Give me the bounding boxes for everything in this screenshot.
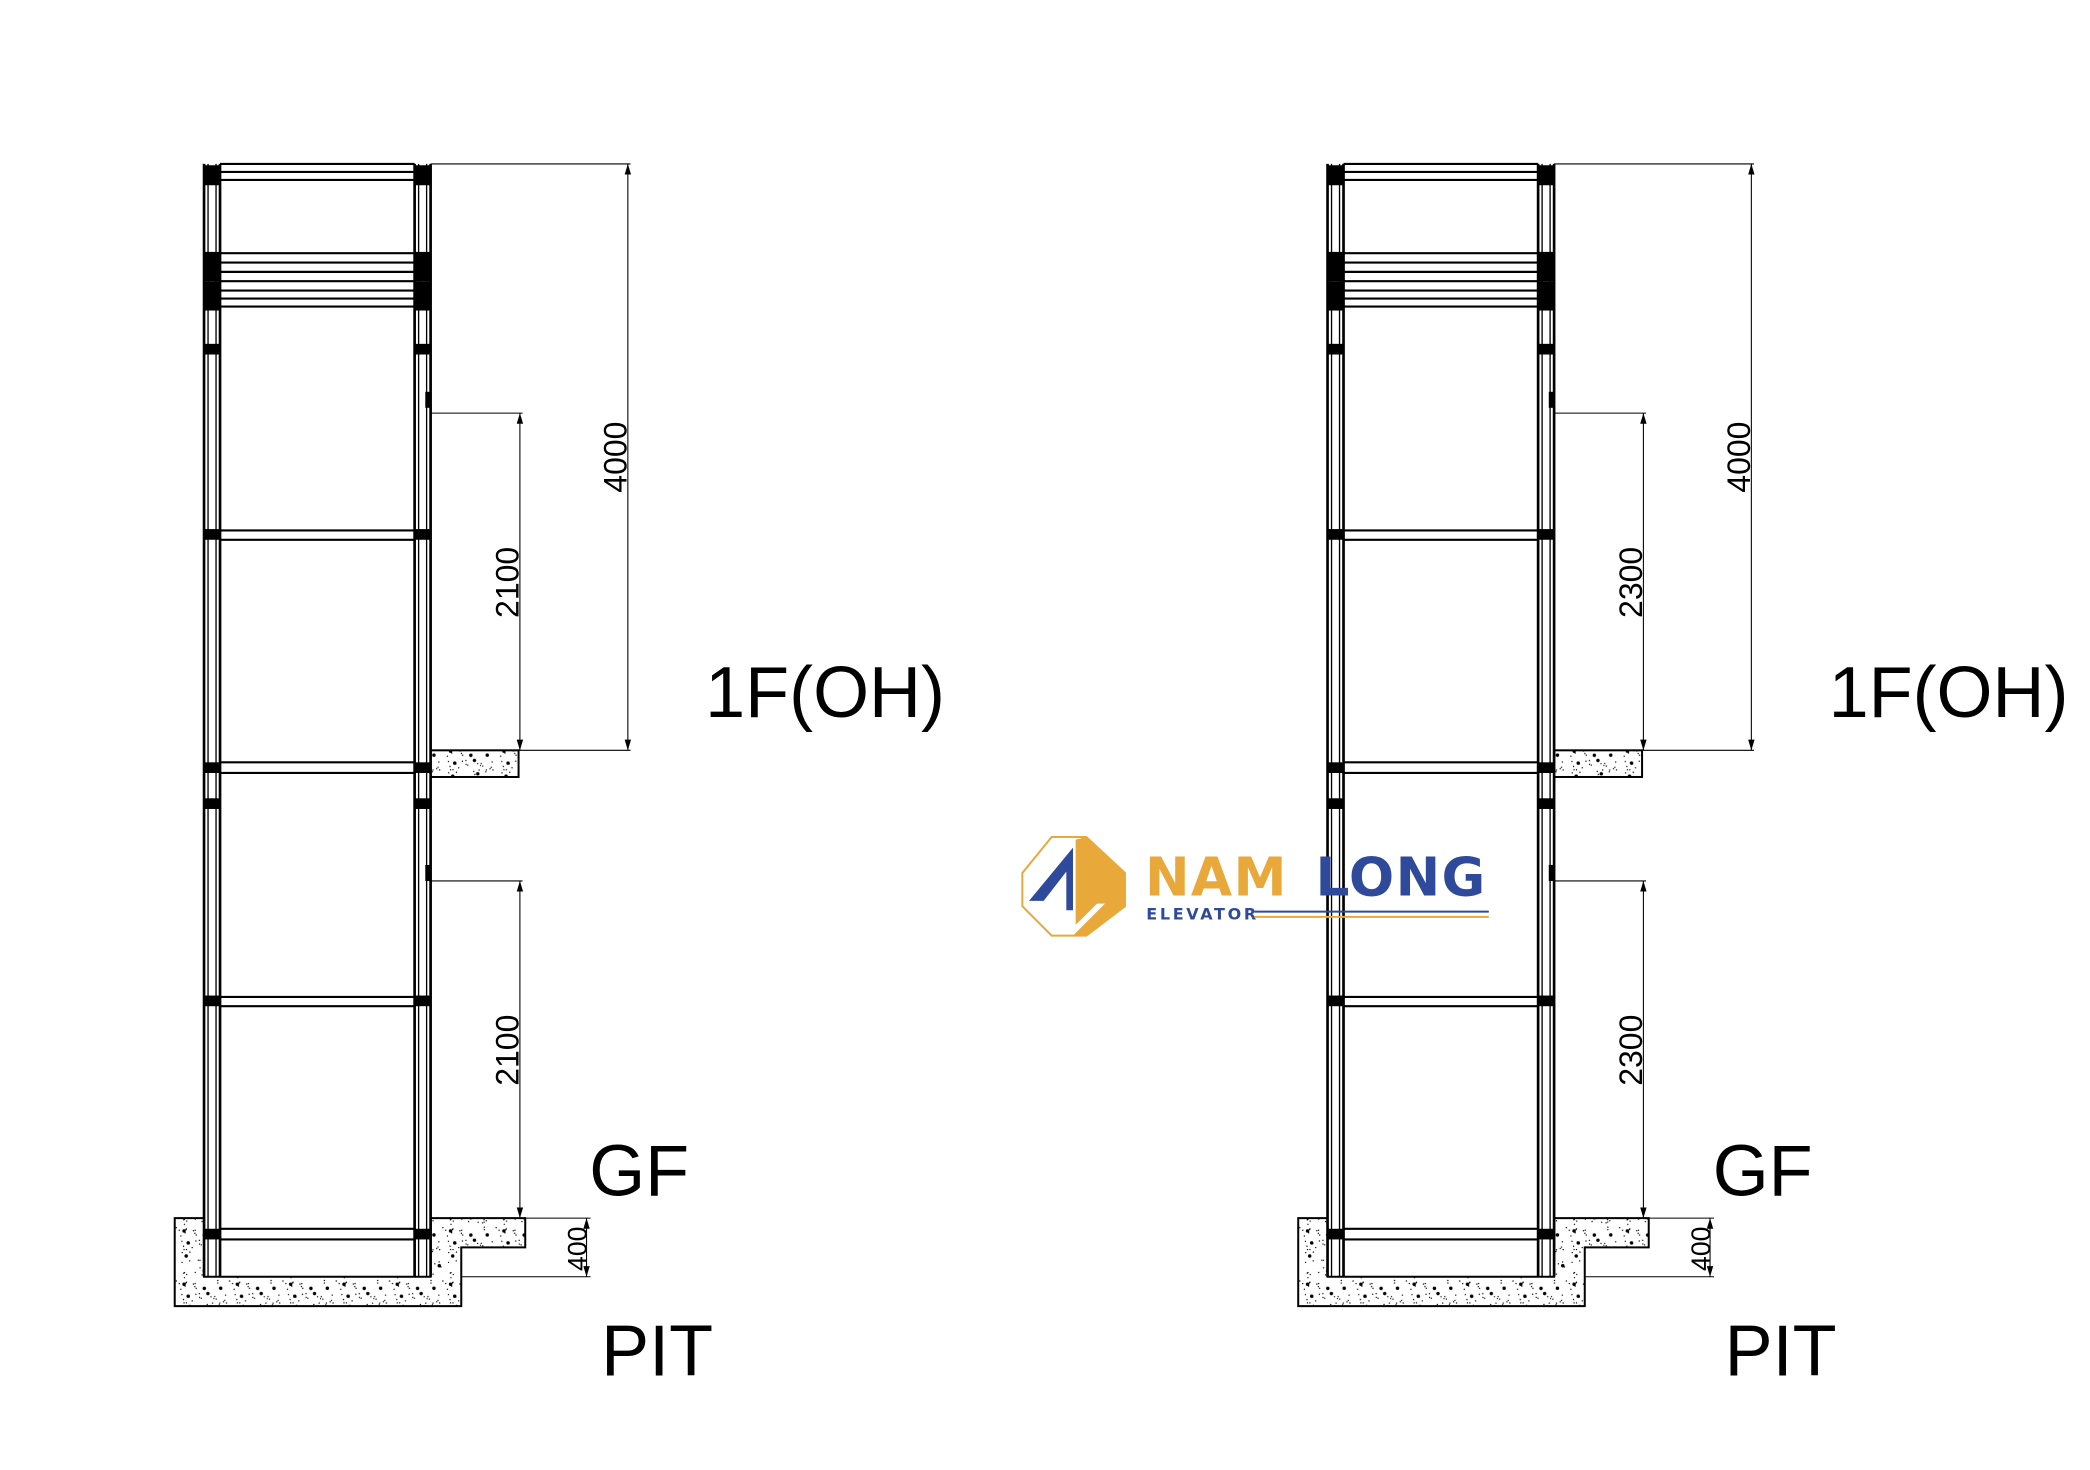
joint-left [1327, 1228, 1344, 1240]
level-ground-label: GF [589, 1131, 689, 1211]
dim-pit: 400 [1686, 1227, 1716, 1271]
joint-right [1538, 174, 1555, 186]
joint-left [1327, 995, 1344, 1007]
dim-pit: 400 [563, 1227, 593, 1271]
dim-overall: 4000 [598, 422, 634, 493]
joint-right [1538, 270, 1555, 282]
dim-lower: 2300 [1613, 1015, 1649, 1086]
joint-right [1538, 798, 1555, 809]
logo-brand-long: LONG [1316, 847, 1487, 909]
joint-right [1538, 529, 1555, 540]
logo-gold-half [1072, 836, 1125, 936]
joint-right [414, 529, 431, 540]
joint-left [1327, 798, 1344, 809]
joint-right [1538, 261, 1555, 272]
bracket [425, 864, 431, 881]
floor-slab-1f [1553, 749, 1644, 778]
level-top-label: 1F(OH) [1829, 653, 2069, 733]
joint-right [1538, 343, 1555, 355]
dim-overall: 4000 [1721, 422, 1757, 493]
bracket [1548, 864, 1555, 881]
dim-upper: 2300 [1613, 547, 1649, 618]
joint-right [414, 299, 431, 311]
level-ground-label: GF [1713, 1131, 1813, 1211]
joint-left [204, 290, 221, 302]
logo-blue-stroke [1029, 847, 1073, 911]
joint-left [1327, 251, 1344, 263]
joint-left [204, 174, 221, 186]
joint-left [204, 529, 221, 540]
joint-right [414, 261, 431, 272]
bracket [1548, 391, 1555, 408]
joint-left [1327, 290, 1344, 302]
joint-right [414, 798, 431, 809]
joint-right [1538, 290, 1555, 302]
nam-long-logo: NAM LONG ELEVATOR [1021, 835, 1489, 937]
level-pit-label: PIT [601, 1311, 713, 1391]
joint-right [414, 281, 431, 292]
joint-right [414, 251, 431, 263]
joint-left [204, 251, 221, 263]
joint-right [1538, 299, 1555, 311]
joint-left [204, 343, 221, 355]
joint-right [1538, 762, 1555, 773]
joint-left [204, 762, 221, 773]
pit-concrete [1297, 1217, 1650, 1308]
joint-left [204, 995, 221, 1007]
joint-left [204, 1228, 221, 1240]
joint-left [1327, 299, 1344, 311]
joint-right [414, 165, 431, 176]
shaft-drawing-left: 4000 2100 2100 400 1F(OH) GF PIT [173, 162, 945, 1391]
joint-right [1538, 1228, 1555, 1240]
joint-right [1538, 251, 1555, 263]
dim-upper: 2100 [490, 547, 526, 618]
joint-right [1538, 165, 1555, 176]
joint-left [204, 261, 221, 272]
joint-left [1327, 270, 1344, 282]
joint-left [1327, 261, 1344, 272]
joint-right [414, 995, 431, 1007]
floor-slab-1f [429, 749, 520, 778]
joint-left [204, 299, 221, 311]
joint-right [414, 290, 431, 302]
joint-right [414, 174, 431, 186]
joint-left [204, 270, 221, 282]
bracket [425, 391, 431, 408]
joint-right [1538, 281, 1555, 292]
joint-left [1327, 343, 1344, 355]
joint-left [1327, 529, 1344, 540]
logo-brand-nam: NAM [1145, 847, 1288, 909]
joint-right [1538, 995, 1555, 1007]
joint-right [414, 762, 431, 773]
pit-concrete [173, 1217, 527, 1308]
joint-left [1327, 174, 1344, 186]
dim-lower: 2100 [490, 1015, 526, 1086]
joint-right [414, 1228, 431, 1240]
shaft-drawing-right: 4000 2300 2300 400 1F(OH) GF PIT [1297, 162, 2069, 1391]
level-pit-label: PIT [1725, 1311, 1837, 1391]
joint-right [414, 343, 431, 355]
joint-left [1327, 165, 1344, 176]
joint-right [414, 270, 431, 282]
logo-tagline: ELEVATOR [1146, 905, 1259, 924]
joint-left [1327, 281, 1344, 292]
joint-left [1327, 762, 1344, 773]
joint-left [204, 281, 221, 292]
joint-left [204, 798, 221, 809]
joint-left [204, 165, 221, 176]
level-top-label: 1F(OH) [705, 653, 945, 733]
